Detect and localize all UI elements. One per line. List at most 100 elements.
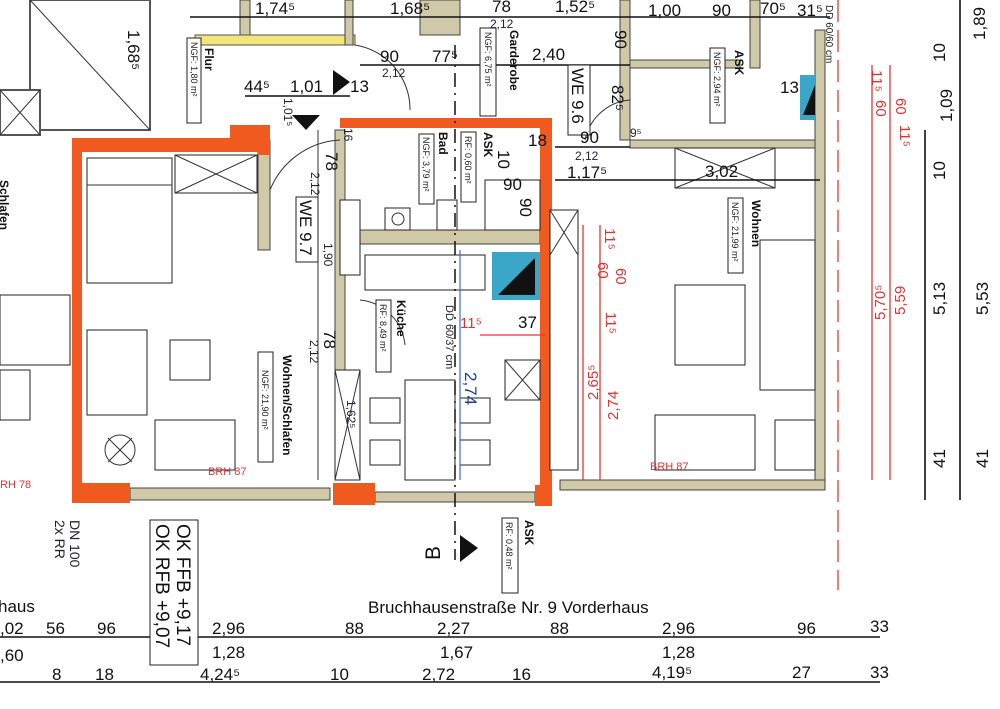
dim: ,02 — [0, 619, 24, 638]
room-area: RF: 8,49 m² — [378, 304, 388, 352]
dim: 44⁵ — [244, 77, 270, 96]
dim: 5,53 — [973, 282, 992, 315]
dimension-lines — [0, 0, 961, 683]
wall-yellow — [194, 34, 356, 46]
bottom-dimension-row-3: 8 18 4,24⁵ 10 2,72 16 4,19⁵ 27 33 — [52, 663, 889, 684]
dim: 2,12 — [382, 66, 406, 80]
dim: 82⁵ — [608, 85, 627, 111]
staircase: 1,68⁵ — [0, 0, 151, 136]
room-name: Flur — [202, 48, 216, 71]
dim: 10 — [930, 161, 949, 180]
door-swing — [269, 139, 341, 191]
room-name: Küche — [394, 300, 408, 337]
dim: 4,24⁵ — [200, 665, 240, 684]
room-area: NGF: 2,94 m² — [712, 52, 722, 107]
dim: 90 — [380, 47, 399, 66]
duct-label: DD 60/37 cm — [443, 305, 455, 369]
dim: 90 — [580, 128, 599, 147]
red-dim: 5,59 — [892, 286, 909, 315]
red-dim: 60 — [872, 100, 889, 117]
brh-label: RH 78 — [0, 479, 31, 491]
room-area: RF: 0,60 m² — [463, 136, 473, 184]
red-dimension-lines — [480, 65, 891, 480]
dim: 1,09 — [937, 89, 956, 122]
room-ask-bad: ASK RF: 0,60 m² — [460, 131, 495, 203]
dim: 41 — [973, 449, 992, 468]
dim: 1,67 — [440, 643, 473, 662]
room-ask-bottom: ASK RF: 0,48 m² — [501, 517, 536, 594]
red-dim: 11⁵ — [602, 312, 619, 334]
dim: 90 — [516, 198, 535, 217]
partial-title: haus — [0, 597, 35, 616]
wall — [344, 0, 354, 46]
dim: 78 — [322, 152, 341, 171]
room-wohnen-schlafen: Wohnen/Schlafen NGF: 21,90 m² — [257, 351, 294, 463]
room-name: Wohnen/Schlafen — [280, 355, 294, 455]
dim: 2,74 — [461, 372, 480, 405]
room-flur: Flur NGF: 1,80 m² — [186, 37, 216, 124]
red-dim: 2,65⁵ — [585, 365, 602, 400]
dim: 4,19⁵ — [652, 663, 692, 682]
wall — [629, 139, 821, 149]
dim: 1,28 — [212, 643, 245, 662]
dim: 1,90 — [321, 243, 335, 267]
dim: 2,96 — [212, 619, 245, 638]
dim: 2,12 — [575, 149, 599, 163]
dim: 2,12 — [307, 340, 321, 364]
unit-box — [295, 196, 319, 263]
dim: 8 — [52, 665, 61, 684]
room-garderobe: Garderobe NGF: 6,75 m² — [479, 27, 521, 117]
window — [129, 487, 331, 501]
dim: 78 — [320, 330, 339, 349]
dim: 1,52⁵ — [555, 0, 595, 16]
dim: 1,68⁵ — [390, 0, 430, 18]
dim: 1,28 — [662, 643, 695, 662]
dim: 10 — [930, 43, 949, 62]
dim: 16 — [512, 665, 531, 684]
room-area: RF: 0,48 m² — [504, 522, 514, 570]
dim: 13 — [780, 78, 799, 97]
wall — [339, 229, 541, 245]
brh-label: BRH 87 — [650, 461, 689, 473]
dim: 2,12 — [308, 172, 322, 196]
red-dim: 60 — [594, 262, 611, 279]
dim: 2,12 — [490, 17, 514, 31]
dim: 1,17⁵ — [567, 163, 607, 182]
furniture — [0, 75, 816, 481]
dim: 90 — [611, 30, 630, 49]
room-name: Bad — [436, 132, 450, 155]
dim: 1,00 — [648, 1, 681, 20]
dim: 96 — [797, 619, 816, 638]
section-arrow-icon — [333, 70, 350, 95]
red-dim: 60 — [892, 98, 909, 115]
dim: 41 — [930, 449, 949, 468]
room-area: NGF: 21,99 m² — [730, 202, 740, 262]
dim: 10 — [494, 150, 513, 169]
level-box — [149, 519, 199, 666]
room-name: ASK — [522, 520, 536, 546]
room-area: NGF: 21,90 m² — [260, 370, 270, 430]
dim: 27 — [792, 663, 811, 682]
building-title: Bruchhausenstraße Nr. 9 Vorderhaus — [368, 598, 649, 617]
brh-label: BRH 87 — [208, 466, 247, 478]
dim: 31⁵ — [797, 1, 823, 20]
partial-room-label: Schlafen — [0, 180, 11, 230]
room-ask-right: ASK NGF: 2,94 m² — [709, 47, 746, 124]
room-area: NGF: 3,79 m² — [421, 137, 431, 192]
dim: 56 — [46, 619, 65, 638]
wall — [239, 0, 251, 41]
apartment-outline — [72, 118, 552, 506]
dimension-labels: 1,74⁵ 1,68⁵ 78 2,12 1,52⁵ 1,00 90 70⁵ 31… — [244, 0, 992, 468]
dim: 37 — [518, 313, 537, 332]
room-kueche: Küche RF: 8,49 m² — [375, 299, 408, 373]
dim: 96 — [97, 619, 116, 638]
bottom-dimension-row-1: ,02 56 96 2,96 88 2,27 88 2,96 96 33 — [0, 617, 889, 638]
red-dim: 11⁵ — [601, 228, 618, 250]
dim: 18 — [95, 665, 114, 684]
dim: 5,13 — [930, 282, 949, 315]
dim: 2,96 — [662, 619, 695, 638]
unit-box — [567, 64, 591, 136]
dim: 2,27 — [437, 619, 470, 638]
wall — [257, 139, 271, 251]
dim: 1,01⁵ — [281, 98, 295, 126]
